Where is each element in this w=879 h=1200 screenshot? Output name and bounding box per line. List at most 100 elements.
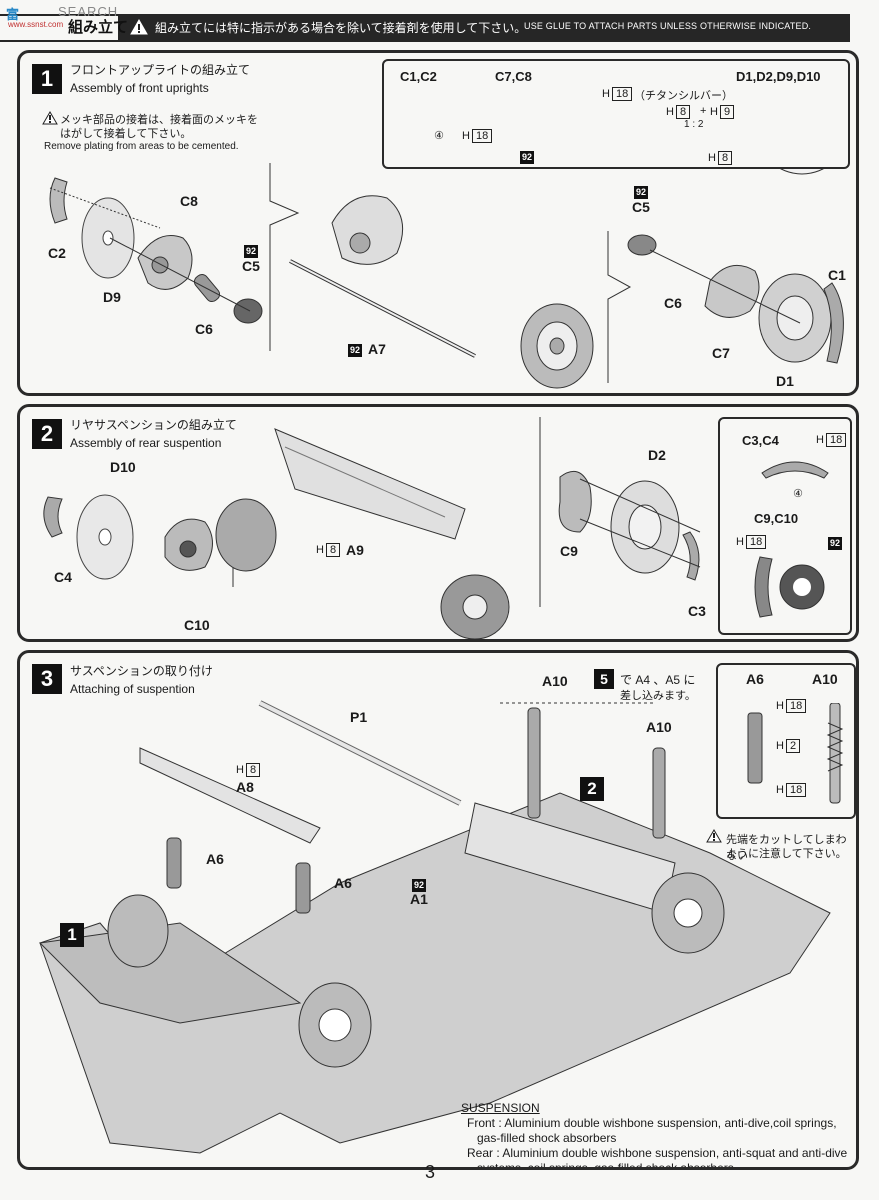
- step3-title-en: Attaching of suspention: [70, 682, 195, 696]
- step1-title-en: Assembly of front uprights: [70, 81, 209, 95]
- ref-step5-badge: 5: [594, 669, 614, 689]
- wheel-hub-front-left: [107, 894, 169, 968]
- wheel-hub-rear-right: [651, 872, 725, 954]
- suspension-rear-2: systems, coil springs, gas-filled shock …: [477, 1161, 734, 1170]
- shock-rear-right: [652, 747, 666, 839]
- label-c8: C8: [180, 193, 198, 209]
- warning-icon: [130, 19, 148, 35]
- mix-ratio: 1 : 2: [684, 119, 704, 130]
- inset-a10-label: A10: [812, 671, 838, 687]
- suspension-front: Front : Aluminium double wishbone suspen…: [467, 1116, 837, 1130]
- label-d10: D10: [110, 459, 136, 475]
- watermark-search: SEARCH: [58, 4, 119, 19]
- cap-left: [233, 298, 263, 324]
- label-a6-right: A6: [334, 875, 352, 891]
- wheel-hub-front-right: [298, 982, 372, 1068]
- cut-note-2: ように注意して下さい。: [726, 848, 847, 860]
- step3-title-jp: サスペンションの取り付け: [70, 664, 213, 678]
- rear-disc-left: [76, 494, 134, 580]
- a7-paint-92: 92: [348, 344, 363, 357]
- label-c2: C2: [48, 245, 66, 261]
- label-a7: A7: [368, 341, 386, 357]
- ref-step1-badge[interactable]: 1: [60, 923, 84, 947]
- ref-step5-text-1: で A4 、A5 に: [620, 673, 696, 687]
- watermark-logo: 富: [6, 7, 21, 22]
- rear-caliper-right: [682, 531, 700, 581]
- label-p1: P1: [350, 709, 368, 725]
- rear-hub-left-assembled: [215, 498, 277, 572]
- step1-panel: 1 フロントアップライトの組み立て Assembly of front upri…: [17, 50, 859, 396]
- rotor-center: [520, 303, 594, 389]
- suspension-rear: Rear : Aluminium double wishbone suspens…: [467, 1146, 848, 1160]
- step2-title-jp: リヤサスペンションの組み立て: [70, 418, 237, 432]
- ref-step2-badge[interactable]: 2: [580, 777, 604, 801]
- upright-left: [137, 235, 193, 290]
- label-c6-left: C6: [195, 321, 213, 337]
- hub-left: [193, 273, 221, 303]
- inset-discs-label: D1,D2,D9,D10: [736, 69, 821, 84]
- c3c4-decal-4: ④: [793, 488, 803, 500]
- step1-paint-inset: [382, 59, 850, 169]
- upright-right: [704, 264, 760, 318]
- caution-icon: [42, 111, 58, 125]
- inset-c9c10-label: C9,C10: [754, 511, 799, 526]
- cut-note-1: 先端をカットしてしまわない: [726, 834, 847, 862]
- step1-number: 1: [32, 64, 62, 94]
- suspension-front-2: gas-filled shock absorbers: [477, 1131, 617, 1145]
- glue-instruction-jp: 組み立てには特に指示がある場合を除いて接着剤を使用して下さい。: [155, 21, 527, 35]
- caliper-left: [49, 177, 68, 224]
- step3-illustration: [38, 700, 831, 1154]
- rear-upright-right: [558, 470, 592, 533]
- label-d9: D9: [103, 289, 121, 305]
- shock-front-right: [295, 862, 311, 914]
- suspension-title: SUSPENSION: [461, 1101, 540, 1115]
- header-watermark-area: [0, 16, 118, 40]
- rotor-right: [758, 273, 832, 363]
- page-number: 3: [425, 1162, 436, 1182]
- c9c10-paint-92: 92: [828, 537, 843, 550]
- caliper-right: [823, 282, 844, 364]
- step2-illustration: [43, 417, 701, 639]
- step1-title-jp: フロントアップライトの組み立て: [70, 63, 251, 77]
- caution-icon: [706, 829, 722, 843]
- label-a8: A8: [236, 779, 254, 795]
- label-c3: C3: [688, 603, 706, 619]
- shock-rear-left: [527, 707, 541, 819]
- c1c2-decal-4: ④: [434, 130, 444, 142]
- label-c5-right: C5: [632, 199, 650, 215]
- mix-plus: +: [700, 105, 707, 117]
- label-c7: C7: [712, 345, 730, 361]
- c5-paint-92-left: 92: [244, 245, 259, 258]
- rear-caliper-left: [43, 496, 63, 538]
- c5-paint-92-right: 92: [634, 186, 649, 199]
- label-a6-left: A6: [206, 851, 224, 867]
- plating-note-jp-2: はがして接着して下さい。: [60, 128, 192, 140]
- step2-panel: 2 リヤサスペンションの組み立て Assembly of rear suspen…: [17, 404, 859, 642]
- front-subframe: [139, 747, 321, 844]
- rear-hub-right-assembled: [440, 574, 510, 639]
- label-a10-left: A10: [542, 673, 568, 689]
- disc-left: [81, 197, 135, 279]
- label-c9: C9: [560, 543, 578, 559]
- step3-number: 3: [32, 664, 62, 694]
- c9c10-upright-icon: [754, 556, 825, 618]
- glue-instruction-en: USE GLUE TO ATTACH PARTS UNLESS OTHERWIS…: [524, 21, 812, 31]
- label-a9: A9: [346, 542, 364, 558]
- inset-c1c2-label: C1,C2: [400, 69, 437, 84]
- step2-number: 2: [32, 419, 62, 449]
- plating-note-jp-1: メッキ部品の接着は、接着面のメッキを: [60, 114, 258, 126]
- shock-front-left: [166, 837, 182, 889]
- c7c8-paint-92: 92: [520, 151, 535, 164]
- label-c6-right: C6: [664, 295, 682, 311]
- step3-panel: 3 サスペンションの取り付け Attaching of suspention P…: [17, 650, 859, 1170]
- suspension-spec: SUSPENSION Front : Aluminium double wish…: [461, 1101, 856, 1170]
- ref-step5-text-2: 差し込みます。: [620, 690, 696, 702]
